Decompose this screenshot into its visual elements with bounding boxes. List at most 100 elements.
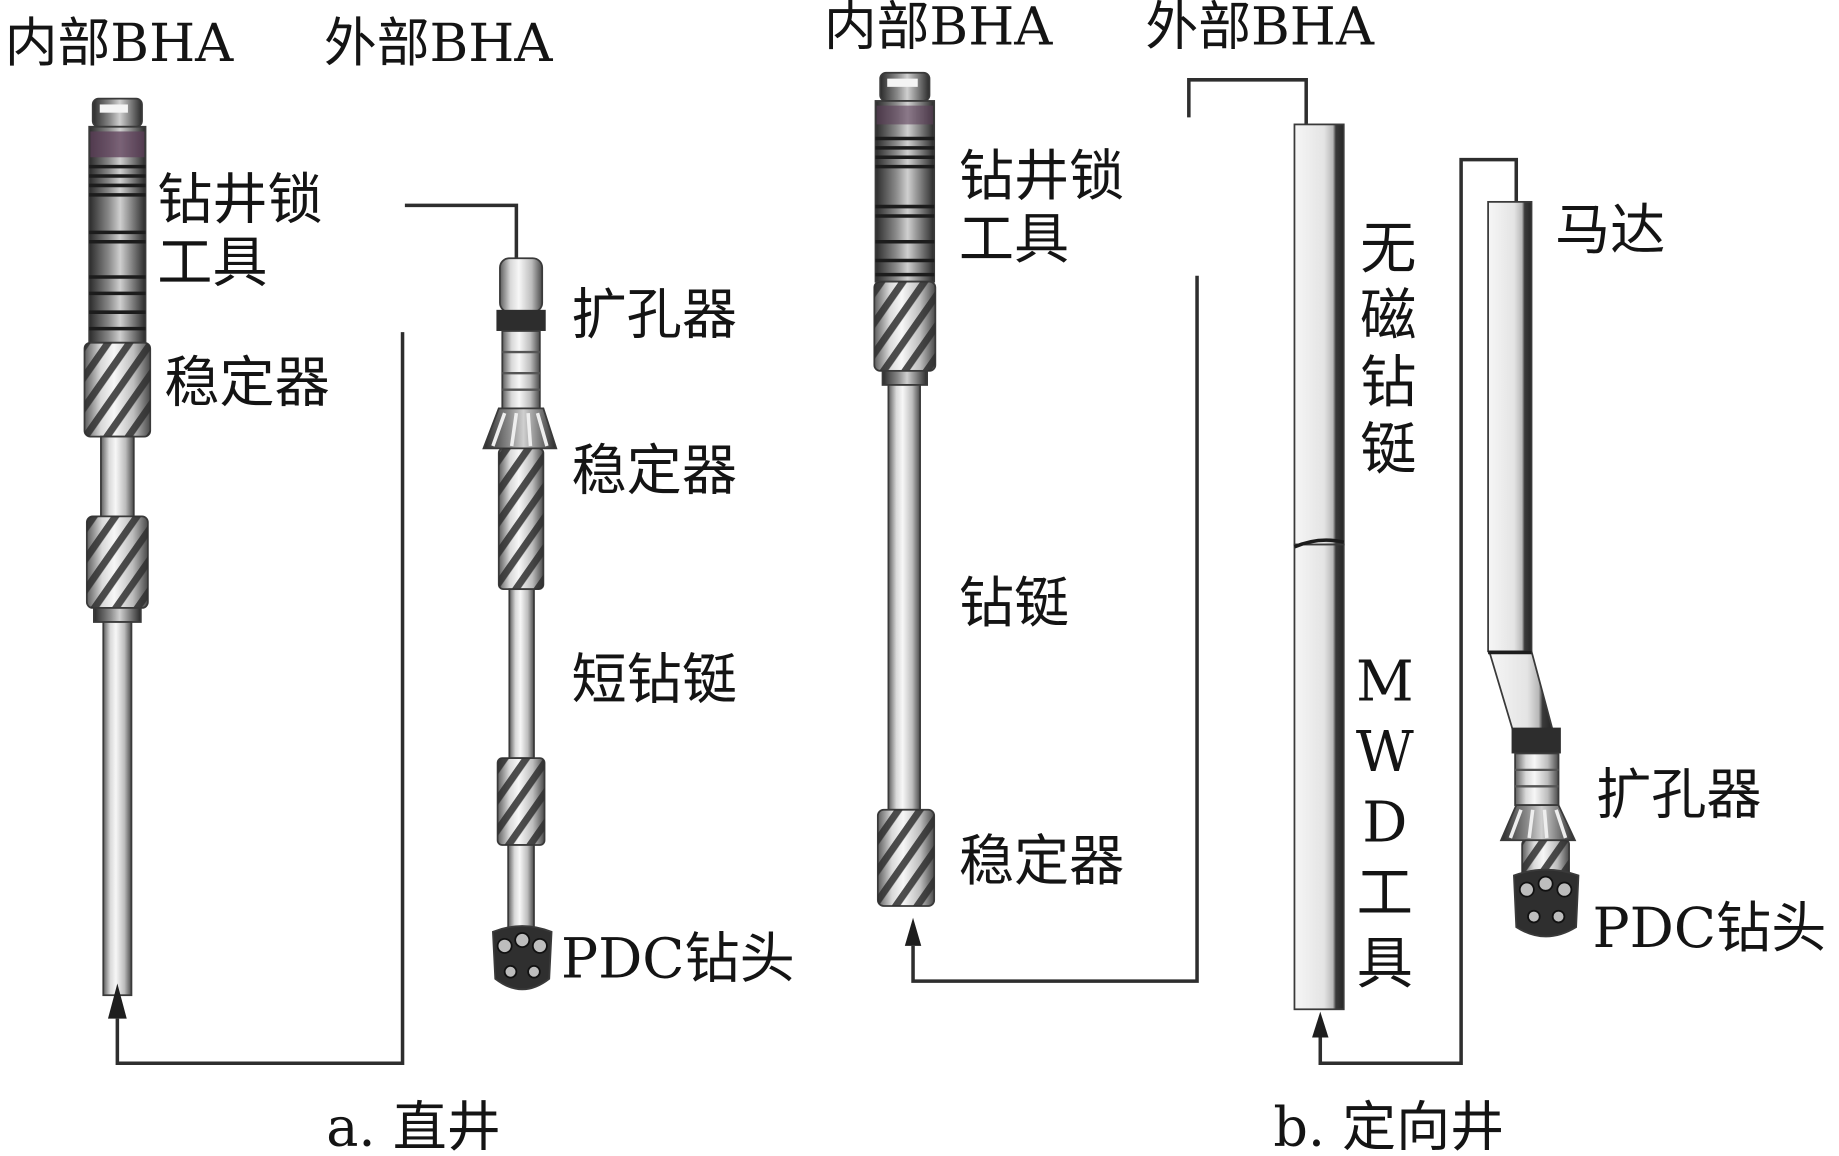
stabilizer [1521,839,1570,877]
inner-bha-label: 内部BHA [824,0,1053,58]
connector-line [911,275,1199,983]
lock-tool-threads [89,164,146,331]
vertical-label-glyph: 工 [1357,861,1413,926]
pdc-bit-label: PDC钻头 [1593,897,1827,961]
stabilizer [497,447,545,591]
lock-tool-band [876,105,933,125]
stabilizer [83,341,152,438]
stabilizer-ring [881,369,929,386]
up-arrow-icon [1312,1011,1329,1038]
pdc-bit [1513,868,1580,938]
reamer-top-sub [499,257,544,314]
panel-caption: a. 直井 [326,1095,500,1156]
pdc-bit [491,925,553,991]
vertical-label-glyph: 钻 [1360,350,1416,415]
connector-line [115,332,405,1066]
inner-bha-assembly [83,97,152,1019]
drill-collar [887,384,921,811]
motor-label: 马达 [1555,199,1665,263]
mwd-tool [1293,543,1345,1011]
drilling-lock-tool [874,71,936,283]
nonmagnetic-drill-collar-label: 无磁钻铤 [1360,217,1416,483]
reamer-body [501,330,541,410]
nonmagnetic-drill-collar [1293,123,1345,546]
lock-tool-threads [875,136,935,277]
vertical-label-glyph: D [1362,790,1407,855]
drill-collar-label: 钻铤 [959,572,1069,636]
short-drill-collar [508,588,535,760]
reamer-arm-grooves [1508,809,1568,839]
pdc-cutter [531,937,548,954]
outer-bha-assembly [482,257,558,991]
lock-tool-label-line-1: 钻井锁 [959,145,1124,209]
stabilizer-blades [874,281,936,371]
lock-tool-label-line-2: 工具 [959,208,1069,272]
pdc-cutter [1551,909,1566,924]
lock-tool-cap-highlight [99,104,128,113]
stabilizer [873,280,937,372]
bit-sub [507,844,535,933]
stabilizer-blades [498,448,544,590]
stabilizer-blades [497,758,545,845]
up-arrow-icon [904,917,922,946]
outer-bha-label: 外部BHA [324,13,553,74]
up-arrow-icon [107,983,127,1019]
lock-tool-label-line-2: 工具 [157,232,267,296]
stabilizer-blades [86,516,148,608]
stabilizer [85,515,149,609]
lock-tool-body [874,100,936,283]
motor-bent-housing [1488,650,1554,731]
reamer-dark-band [496,309,546,331]
inner-bha-label: 内部BHA [5,13,234,74]
motor-assembly [1487,200,1580,938]
pdc-cutter [527,964,541,979]
inner-stabilizer-label: 稳定器 [959,830,1124,894]
outer-bha-bracket [404,203,519,259]
stabilizer-blades [877,809,935,907]
stabilizer-blades [84,342,151,437]
vertical-label-glyph: 具 [1357,931,1413,996]
pdc-cutter [1537,875,1554,892]
pdc-cutter [1527,909,1541,924]
stabilizer [496,757,546,846]
reamer [1499,727,1577,842]
short-drill-collar-label: 短钻铤 [572,648,737,712]
outer-stabilizer-label: 稳定器 [572,439,737,503]
drill-collar [102,621,133,997]
panel-b: 内部BHA 外部BHA 钻井锁 [824,0,1826,1156]
pdc-bit-label: PDC钻头 [561,928,795,992]
stabilizer [876,808,936,907]
lock-tool-body [88,125,147,344]
inner-bha-assembly [873,71,937,946]
reamer [482,257,558,450]
outer-bha-bracket [1187,78,1308,125]
pdc-cutter [496,937,513,954]
pdc-cutter [514,932,531,948]
motor [1487,200,1533,653]
drilling-lock-tool [88,97,147,344]
outer-bha-label: 外部BHA [1145,0,1374,58]
reamer-label: 扩孔器 [1596,763,1761,827]
lock-tool-label-line-1: 钻井锁 [157,168,322,232]
pdc-cutter [1556,881,1573,898]
panel-caption: b. 定向井 [1273,1095,1504,1156]
outer-bha-column [1293,123,1345,1038]
vertical-label-glyph: 磁 [1360,283,1416,348]
stabilizer-ring [93,607,142,623]
stabilizer-blades [1522,840,1570,876]
collar-joint [1293,538,1345,549]
reamer-grooves [1515,768,1559,788]
reamer-arm-grooves [491,412,549,447]
reamer-body [1514,752,1560,806]
reamer-grooves [502,350,540,391]
pdc-cutter [503,964,518,979]
vertical-label-glyph: M [1356,650,1414,715]
pdc-cutter [1518,881,1535,898]
connector-line [1318,157,1519,1066]
lock-tool-band [90,131,145,158]
drill-collar [100,435,135,518]
vertical-label-glyph: 无 [1360,217,1416,282]
